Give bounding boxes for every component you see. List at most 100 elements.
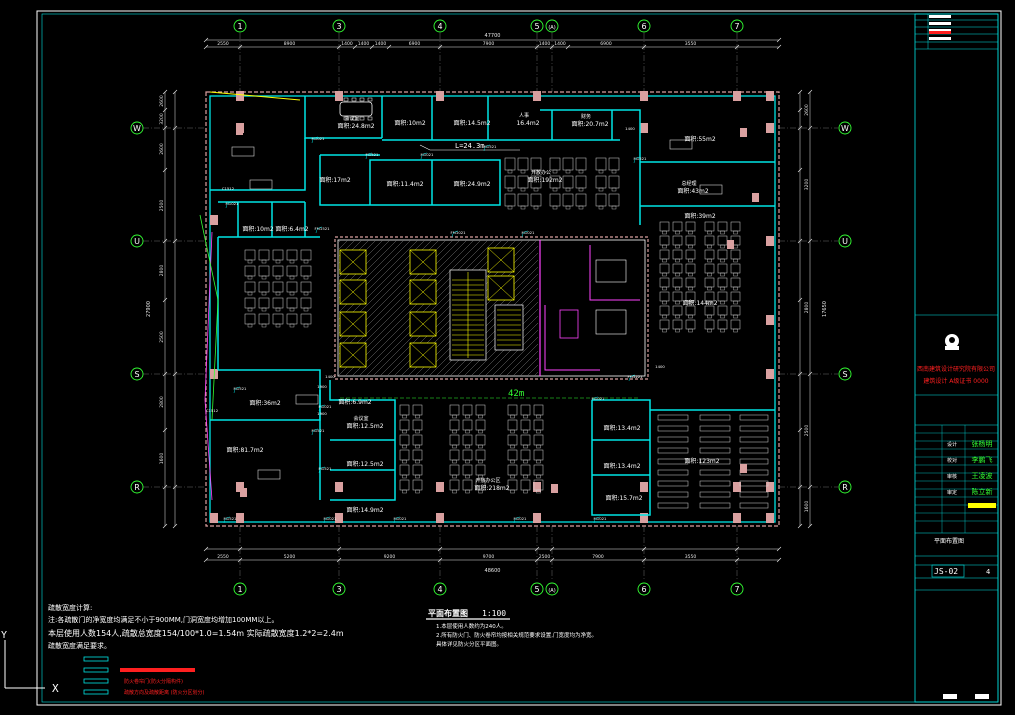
chair [452, 414, 457, 419]
chair [343, 97, 349, 102]
workstation [685, 235, 696, 246]
chair [598, 205, 604, 210]
column [533, 482, 541, 492]
chair [520, 205, 526, 210]
workstation [286, 281, 298, 293]
dimension-value: 2500 [804, 425, 810, 437]
chair [675, 328, 680, 333]
workstation [520, 419, 531, 431]
column [766, 513, 774, 523]
door-swing [365, 152, 373, 160]
workstation [530, 157, 542, 171]
workstation [685, 249, 696, 260]
grid-bubble [130, 480, 144, 494]
workstation [412, 419, 423, 431]
grid-bubble [637, 19, 651, 33]
chair [720, 272, 725, 277]
room-area: 面积:144m2 [682, 299, 717, 307]
workstation [672, 277, 683, 288]
chair [261, 275, 267, 280]
room-area: 面积:39m2 [684, 212, 716, 220]
door-swing [393, 516, 401, 524]
workstation [704, 235, 715, 246]
executive-desk [669, 139, 693, 150]
title-block-text-bar [929, 37, 951, 40]
training-table [657, 425, 689, 432]
dimension-value: 9200 [384, 554, 396, 560]
workstation [595, 175, 607, 189]
workstation [517, 193, 529, 207]
dimension-value: 2500 [159, 331, 165, 343]
chair [510, 474, 515, 479]
workstation [258, 249, 270, 261]
room-area: 16.4m2 [516, 120, 539, 127]
workstation [730, 277, 741, 288]
workstation [507, 449, 518, 461]
workstation [717, 277, 728, 288]
workstation [507, 434, 518, 446]
room-name: 开放办公 [531, 169, 551, 176]
chair [733, 230, 738, 235]
chair [707, 230, 712, 235]
door-swing [513, 516, 521, 524]
workstation [272, 281, 284, 293]
dimension-value: 1600 [804, 501, 810, 513]
chair [465, 459, 470, 464]
workstation [520, 449, 531, 461]
chair [662, 300, 667, 305]
workstation [562, 175, 574, 189]
room-area: 面积:192m2 [527, 176, 562, 184]
chair [536, 444, 541, 449]
grid-label: W [841, 124, 849, 133]
chair [415, 429, 420, 434]
workstation [659, 221, 670, 232]
chair [247, 291, 253, 296]
grid-label: 4 [437, 22, 442, 31]
door-tag: M1021 [319, 404, 333, 409]
column [236, 482, 244, 492]
chair [507, 187, 513, 192]
chair [565, 169, 571, 174]
workstation [507, 464, 518, 476]
room-area: 面积:36m2 [249, 399, 281, 407]
plan-scale: 1:100 [482, 609, 506, 618]
grid-label: 3 [336, 22, 341, 31]
grid-label: 4 [437, 585, 442, 594]
training-table [699, 480, 731, 487]
workstation [504, 193, 516, 207]
chair [552, 169, 558, 174]
grid-bubble [130, 234, 144, 248]
column [335, 513, 343, 523]
workstation [533, 434, 544, 446]
title-block-text-bar [929, 31, 951, 34]
chair [367, 97, 373, 102]
workstation [412, 449, 423, 461]
door-tag: M1021 [324, 516, 338, 521]
chair [733, 258, 738, 263]
chair [351, 97, 357, 102]
grid-bubble [545, 582, 559, 596]
workstation [449, 434, 460, 446]
room-area: 面积:10m2 [394, 119, 426, 127]
door-tag: M1021 [594, 516, 608, 521]
room-area: 面积:81.7m2 [226, 446, 263, 454]
workstation [575, 193, 587, 207]
grid-label: (A) [548, 588, 555, 594]
training-table [657, 447, 689, 454]
room-area: 面积:123m2 [684, 457, 719, 465]
title-block-role: 审定 [947, 489, 957, 496]
dimension-value: 8900 [284, 41, 296, 47]
chair [536, 489, 541, 494]
training-table [657, 458, 689, 465]
training-table [657, 480, 689, 487]
column [436, 513, 444, 523]
chair [662, 244, 667, 249]
grid-bubble [838, 367, 852, 381]
workstation [399, 404, 410, 416]
room-area: 面积:55m2 [684, 135, 716, 143]
door-swing [315, 226, 323, 234]
workstation [412, 434, 423, 446]
room-area: 面积:13.4m2 [603, 462, 640, 470]
